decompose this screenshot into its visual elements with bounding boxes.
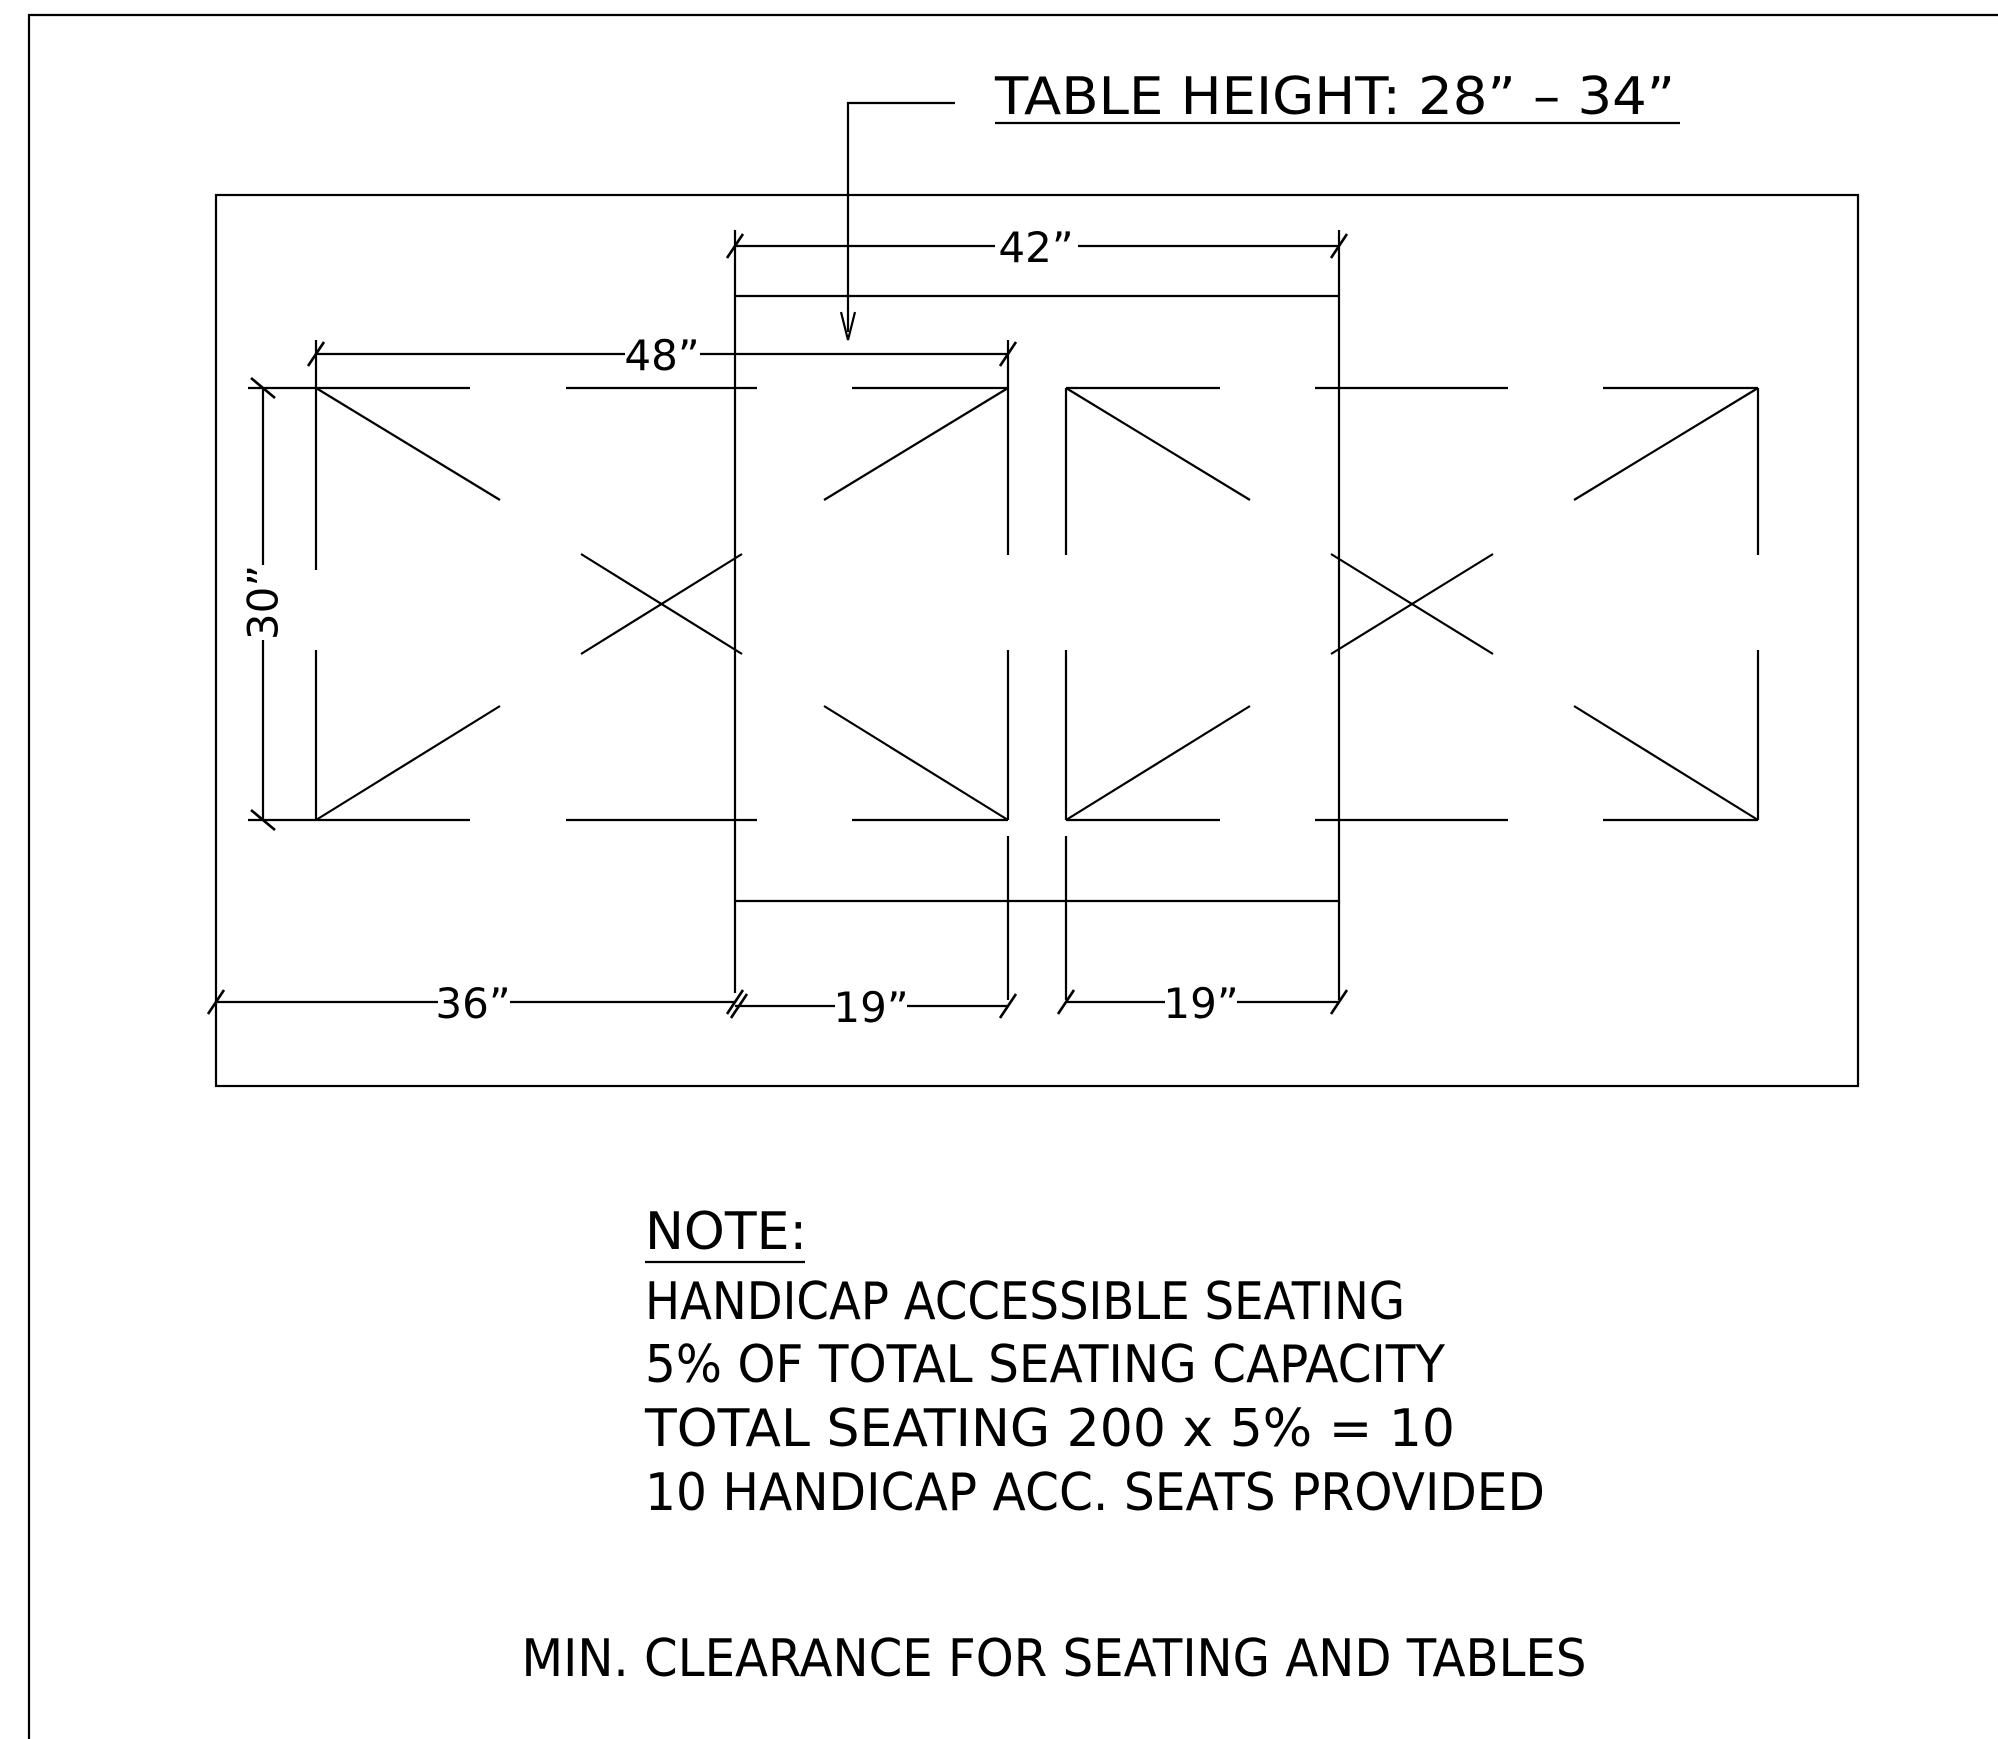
note-line-4: 10 HANDICAP ACC. SEATS PROVIDED xyxy=(645,1463,1545,1523)
chair-4 xyxy=(1315,386,1760,822)
note-line-2: 5% OF TOTAL SEATING CAPACITY xyxy=(645,1335,1445,1395)
dimension-36: 36” xyxy=(206,979,745,1028)
table-outline xyxy=(733,294,1341,993)
extension-lines xyxy=(248,230,1341,1000)
dimension-19-right: 19” xyxy=(1056,979,1349,1028)
clearance-boundary xyxy=(214,193,1860,1088)
table-height-callout: TABLE HEIGHT: 28” – 34” xyxy=(839,67,1680,341)
dimension-30-label: 30” xyxy=(239,565,288,640)
sheet-border xyxy=(27,13,1998,1739)
table-height-label: TABLE HEIGHT: 28” – 34” xyxy=(994,67,1675,127)
dimension-30: 30” xyxy=(239,377,288,831)
dimension-42: 42” xyxy=(725,223,1349,272)
dimension-19-right-label: 19” xyxy=(1163,979,1238,1028)
note-block: NOTE: HANDICAP ACCESSIBLE SEATING 5% OF … xyxy=(644,1202,1545,1523)
dimension-19-left-label: 19” xyxy=(833,983,908,1032)
note-line-1: HANDICAP ACCESSIBLE SEATING xyxy=(645,1272,1405,1332)
dimension-48-label: 48” xyxy=(624,331,699,380)
dimension-19-left: 19” xyxy=(729,983,1018,1032)
chair-2 xyxy=(823,386,1010,822)
note-heading: NOTE: xyxy=(645,1202,807,1262)
drawing-caption: MIN. CLEARANCE FOR SEATING AND TABLES xyxy=(522,1629,1587,1689)
leader-line xyxy=(846,101,955,332)
note-line-3: TOTAL SEATING 200 x 5% = 10 xyxy=(644,1399,1455,1459)
dimension-48: 48” xyxy=(306,331,1018,380)
dimension-36-label: 36” xyxy=(435,979,510,1028)
dimension-42-label: 42” xyxy=(998,223,1073,272)
chair-1 xyxy=(314,386,757,822)
leader-arrowhead xyxy=(839,311,857,341)
chair-3 xyxy=(1064,386,1494,822)
